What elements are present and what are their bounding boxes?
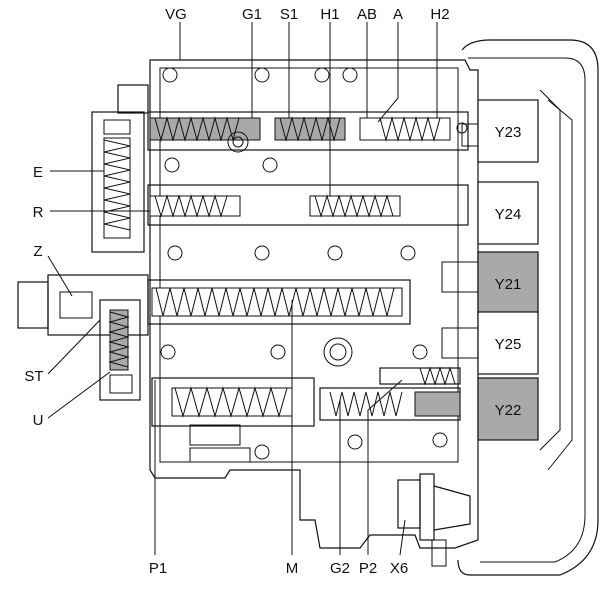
solenoid-y25-label: Y25 — [495, 336, 522, 353]
top-labels: VG G1 S1 H1 AB A H2 — [165, 6, 449, 23]
label-r: R — [33, 204, 44, 221]
label-p2: P2 — [359, 560, 377, 577]
label-e: E — [33, 164, 43, 181]
solenoid-y24-body — [477, 181, 539, 245]
lower-spool-row — [151, 366, 461, 463]
solenoid-y24-label: Y24 — [495, 206, 522, 223]
label-z: Z — [33, 243, 42, 260]
label-ab: AB — [357, 6, 377, 23]
label-vg: VG — [165, 6, 187, 23]
solenoid-stack: Y23 Y24 Y21 Y25 Y22 — [441, 99, 539, 441]
main-spool-row — [147, 279, 411, 367]
label-p1: P1 — [149, 560, 167, 577]
connector-x6 — [397, 473, 471, 567]
left-labels: E R Z ST U — [24, 164, 43, 429]
bottom-labels: P1 M G2 P2 X6 — [149, 560, 408, 577]
solenoid-y22-body — [477, 377, 539, 441]
solenoid-y23-label: Y23 — [495, 124, 522, 141]
label-x6: X6 — [390, 560, 408, 577]
label-m: M — [286, 560, 299, 577]
label-s1: S1 — [280, 6, 298, 23]
callout-lines — [47, 22, 438, 556]
label-h2: H2 — [430, 6, 449, 23]
label-st: ST — [24, 368, 43, 385]
valve-body-housing — [149, 39, 599, 576]
left-accumulator-assembly — [91, 84, 149, 253]
label-u: U — [33, 412, 44, 429]
solenoid-y22-label: Y22 — [495, 402, 522, 419]
mounting-holes — [160, 67, 448, 460]
upper-spool-row — [147, 111, 469, 226]
label-h1: H1 — [320, 6, 339, 23]
left-pressure-regulator — [17, 274, 149, 401]
label-g2: G2 — [330, 560, 350, 577]
solenoid-y25-body — [477, 311, 539, 375]
label-g1: G1 — [242, 6, 262, 23]
solenoid-y21-body — [477, 251, 539, 315]
solenoid-y21-label: Y21 — [495, 276, 522, 293]
label-a: A — [393, 6, 403, 23]
